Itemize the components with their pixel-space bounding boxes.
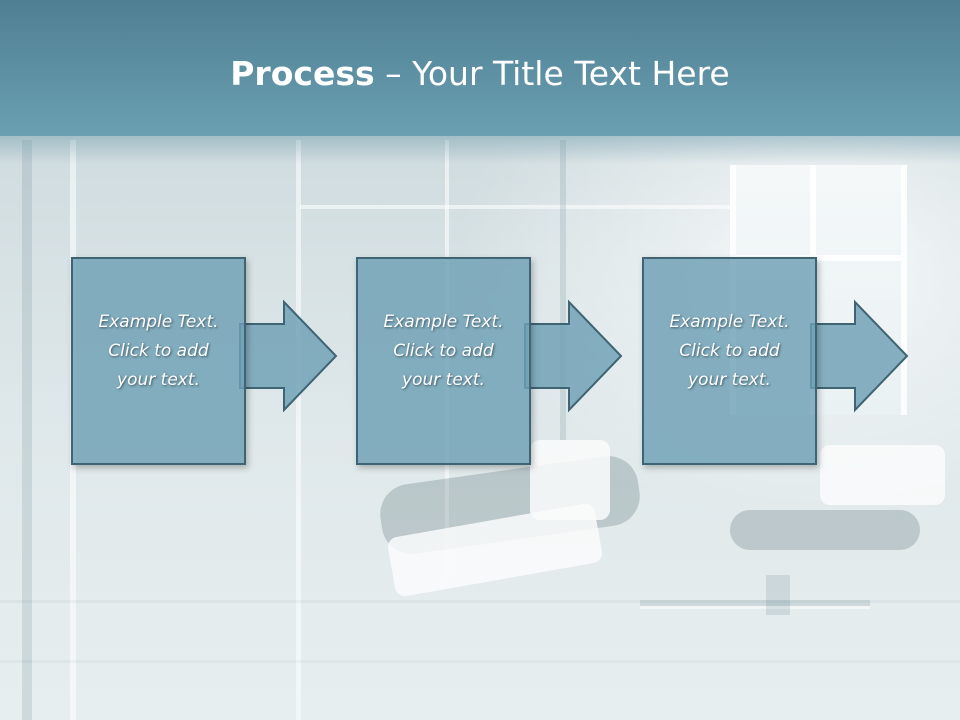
title-band-fade xyxy=(0,136,960,164)
step-2-box[interactable] xyxy=(356,257,531,465)
step-2-line-3: your text. xyxy=(402,370,485,390)
step-2-text[interactable]: Example Text. Click to add your text. xyxy=(356,308,531,395)
step-1-line-2: Click to add xyxy=(108,341,209,361)
step-3-line-3: your text. xyxy=(688,370,771,390)
step-1-text[interactable]: Example Text. Click to add your text. xyxy=(71,308,246,395)
step-1-line-3: your text. xyxy=(117,370,200,390)
slide-title[interactable]: Process – Your Title Text Here xyxy=(0,52,960,96)
step-2-line-2: Click to add xyxy=(393,341,494,361)
step-1-line-1: Example Text. xyxy=(98,312,219,332)
step-3-line-1: Example Text. xyxy=(669,312,790,332)
step-3-box[interactable] xyxy=(642,257,817,465)
step-2-line-1: Example Text. xyxy=(383,312,504,332)
title-bold: Process xyxy=(230,54,375,93)
title-rest: – Your Title Text Here xyxy=(374,54,730,93)
step-2-arrow xyxy=(524,299,623,413)
title-band xyxy=(0,0,960,136)
step-3-text[interactable]: Example Text. Click to add your text. xyxy=(642,308,817,395)
step-1-arrow xyxy=(239,299,338,413)
step-3-arrow xyxy=(810,299,909,413)
step-3-line-2: Click to add xyxy=(679,341,780,361)
step-1-box[interactable] xyxy=(71,257,246,465)
